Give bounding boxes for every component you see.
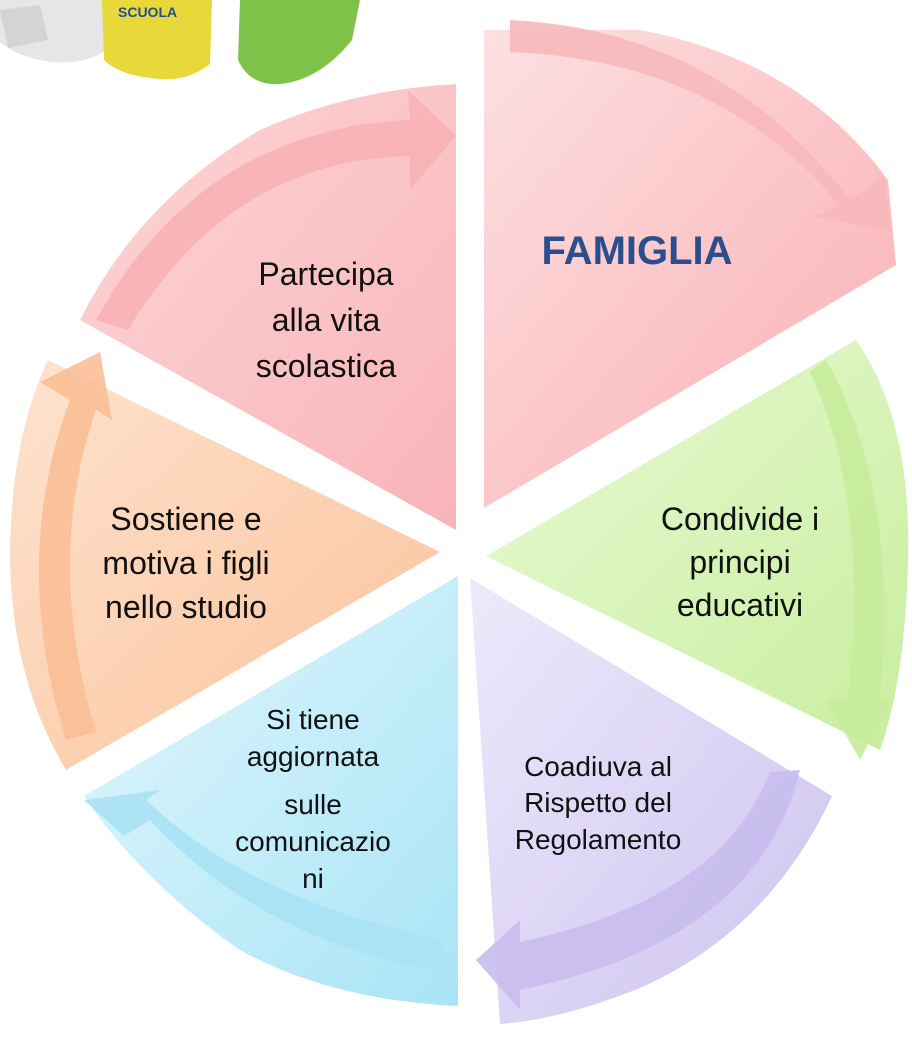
- coadiuva-line-2: Rispetto del: [524, 787, 672, 818]
- aggiornata-sector: [84, 576, 458, 1006]
- segment-sostiene: [10, 352, 440, 770]
- segment-partecipa: [80, 84, 456, 530]
- puzzle-piece-yellow: [102, 0, 212, 80]
- label-partecipa: Partecipa alla vita scolastica: [256, 256, 397, 384]
- label-coadiuva: Coadiuva al Rispetto del Regolamento: [515, 751, 682, 855]
- condivide-line-1: Condivide i: [661, 501, 819, 537]
- label-sostiene: Sostiene e motiva i figli nello studio: [102, 501, 269, 625]
- sostiene-line-1: Sostiene e: [110, 501, 261, 537]
- label-condivide: Condivide i principi educativi: [661, 501, 819, 623]
- sostiene-line-3: nello studio: [105, 589, 267, 625]
- partecipa-line-1: Partecipa: [258, 256, 393, 292]
- partecipa-line-2: alla vita: [272, 302, 381, 338]
- segment-aggiornata: [84, 576, 458, 1006]
- segment-condivide: [486, 340, 909, 760]
- coadiuva-arrow: [476, 770, 800, 1010]
- aggiornata-line-2: aggiornata: [247, 741, 380, 772]
- condivide-line-3: educativi: [677, 587, 803, 623]
- segment-coadiuva: [470, 578, 832, 1024]
- puzzle-logo: SCUOLA: [0, 0, 360, 85]
- coadiuva-line-1: Coadiuva al: [524, 751, 672, 782]
- aggiornata-line-1: Si tiene: [266, 704, 359, 735]
- aggiornata-arrow: [84, 790, 442, 972]
- famiglia-arrow: [510, 20, 892, 232]
- sostiene-line-2: motiva i figli: [102, 545, 269, 581]
- aggiornata-line-3: sulle: [284, 789, 342, 820]
- partecipa-sector: [80, 84, 456, 530]
- sostiene-sector: [10, 360, 440, 770]
- center-title: FAMIGLIA: [541, 229, 732, 273]
- partecipa-line-3: scolastica: [256, 348, 397, 384]
- aggiornata-line-4: comunicazio: [235, 826, 391, 857]
- puzzle-piece-grey-shade: [0, 5, 48, 48]
- sostiene-arrow: [38, 352, 112, 740]
- coadiuva-sector: [470, 578, 832, 1024]
- puzzle-label: SCUOLA: [118, 4, 177, 20]
- coadiuva-line-3: Regolamento: [515, 824, 682, 855]
- aggiornata-line-5: ni: [302, 863, 324, 894]
- label-aggiornata: Si tiene aggiornata sulle comunicazio ni: [235, 704, 391, 894]
- puzzle-piece-green: [238, 0, 360, 85]
- segment-famiglia: [484, 20, 896, 508]
- condivide-line-2: principi: [689, 544, 790, 580]
- condivide-arrow: [810, 360, 890, 760]
- condivide-sector: [486, 340, 909, 750]
- partecipa-arrow: [96, 90, 456, 330]
